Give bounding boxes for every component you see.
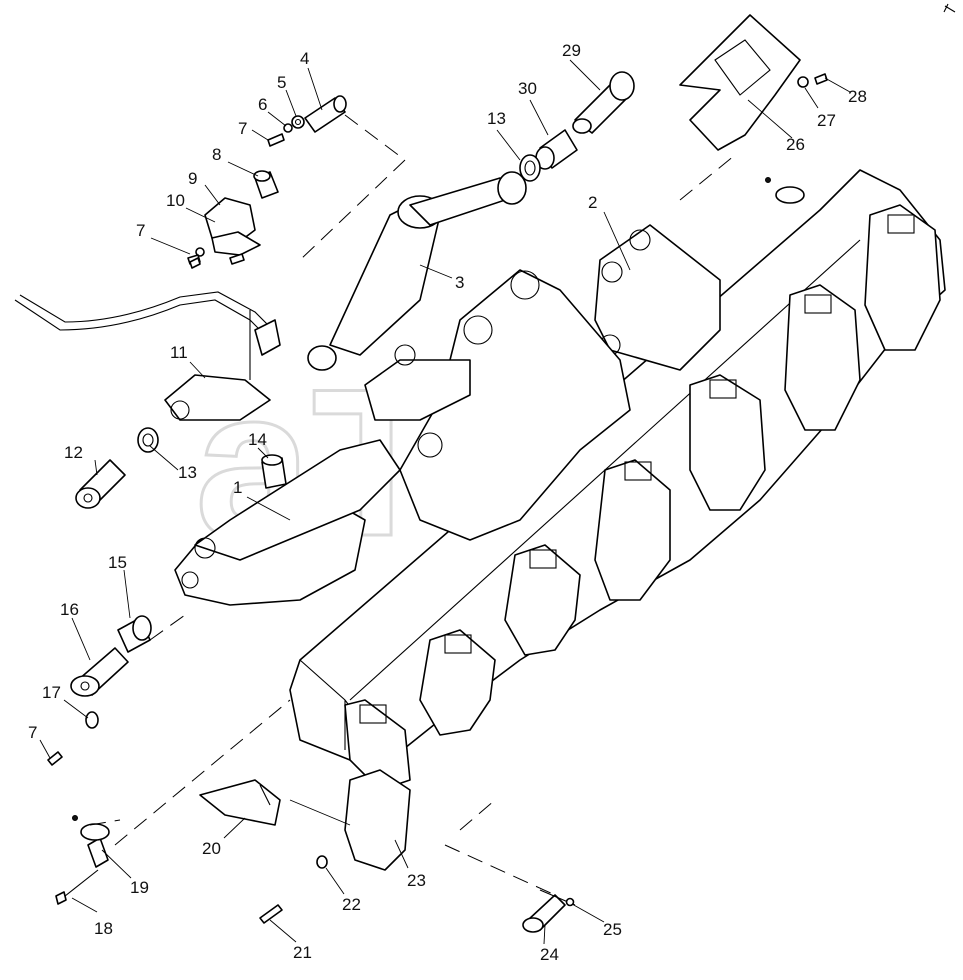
nut-5 — [291, 115, 305, 129]
label-4: 4 — [300, 49, 309, 68]
pin-16 — [70, 647, 129, 697]
bolt-18 — [55, 869, 99, 905]
bolt-7c — [47, 751, 63, 766]
label-7-bottom: 7 — [28, 723, 37, 742]
label-22: 22 — [342, 895, 361, 914]
shank-bracket-row — [344, 204, 941, 791]
label-27: 27 — [817, 111, 836, 130]
label-9: 9 — [188, 169, 197, 188]
label-30: 30 — [518, 79, 537, 98]
shank-bracket-6 — [784, 284, 861, 431]
label-26: 26 — [786, 135, 805, 154]
arm-assembly-1 — [174, 344, 471, 606]
label-21: 21 — [293, 943, 312, 962]
label-24: 24 — [540, 945, 559, 964]
pin-clip-upper — [765, 177, 805, 204]
washer-22 — [316, 855, 328, 869]
label-3: 3 — [455, 273, 464, 292]
pin-24 — [522, 889, 576, 933]
label-11: 11 — [170, 343, 188, 362]
label-2: 2 — [588, 193, 597, 212]
shank-bracket-7 — [864, 204, 941, 351]
bushing-30 — [535, 129, 578, 170]
pin-4 — [304, 95, 347, 133]
clip-25 — [565, 897, 575, 907]
pin-19 — [72, 815, 110, 868]
label-13-top: 13 — [487, 109, 506, 128]
shank-bracket-1 — [344, 699, 411, 791]
label-13-left: 13 — [178, 463, 197, 482]
bolt-28 — [814, 73, 828, 85]
shank-bracket-3 — [504, 544, 581, 656]
lift-frame-2 — [594, 224, 721, 371]
label-14: 14 — [248, 430, 267, 449]
bolt-7a — [267, 133, 285, 147]
label-28: 28 — [848, 87, 867, 106]
label-7-left: 7 — [136, 221, 145, 240]
label-17: 17 — [42, 683, 61, 702]
label-12: 12 — [64, 443, 83, 462]
hose-line — [14, 291, 281, 356]
label-10: 10 — [166, 191, 185, 210]
label-25: 25 — [603, 920, 622, 939]
center-bracket — [399, 269, 631, 541]
pin-29 — [572, 71, 635, 134]
alignment-lines — [89, 114, 736, 896]
label-20: 20 — [202, 839, 221, 858]
label-1: 1 — [233, 478, 242, 497]
label-18: 18 — [94, 919, 113, 938]
hydraulic-cylinder-3 — [307, 171, 527, 371]
label-16: 16 — [60, 600, 79, 619]
pin-12 — [75, 459, 126, 509]
washer-13b — [519, 154, 541, 182]
plate-26 — [679, 14, 801, 151]
bushing-15 — [117, 615, 152, 653]
corner-mark-icon — [943, 3, 956, 13]
label-7-top: 7 — [238, 119, 247, 138]
linkage-11 — [164, 310, 271, 421]
nut-27 — [797, 76, 809, 88]
washer-17 — [85, 711, 99, 729]
leader-lines — [39, 59, 851, 945]
label-5: 5 — [277, 73, 286, 92]
point-20 — [199, 779, 281, 826]
label-29: 29 — [562, 41, 581, 60]
label-23: 23 — [407, 871, 426, 890]
shank-foot-23 — [344, 769, 411, 871]
label-19: 19 — [130, 878, 149, 897]
bolt-7b — [189, 257, 201, 269]
part-labels: 1 2 3 4 5 6 7 8 9 10 7 11 12 13 13 14 15… — [28, 41, 867, 964]
shank-bracket-2 — [419, 629, 496, 736]
bushing-14 — [261, 454, 287, 489]
washer-13a — [137, 427, 159, 453]
label-6: 6 — [258, 95, 267, 114]
label-8: 8 — [212, 145, 221, 164]
bushing-8 — [253, 170, 279, 199]
pin-21 — [259, 904, 283, 924]
label-15: 15 — [108, 553, 127, 572]
shank-bracket-4 — [594, 459, 671, 601]
shank-bracket-5 — [689, 374, 766, 511]
